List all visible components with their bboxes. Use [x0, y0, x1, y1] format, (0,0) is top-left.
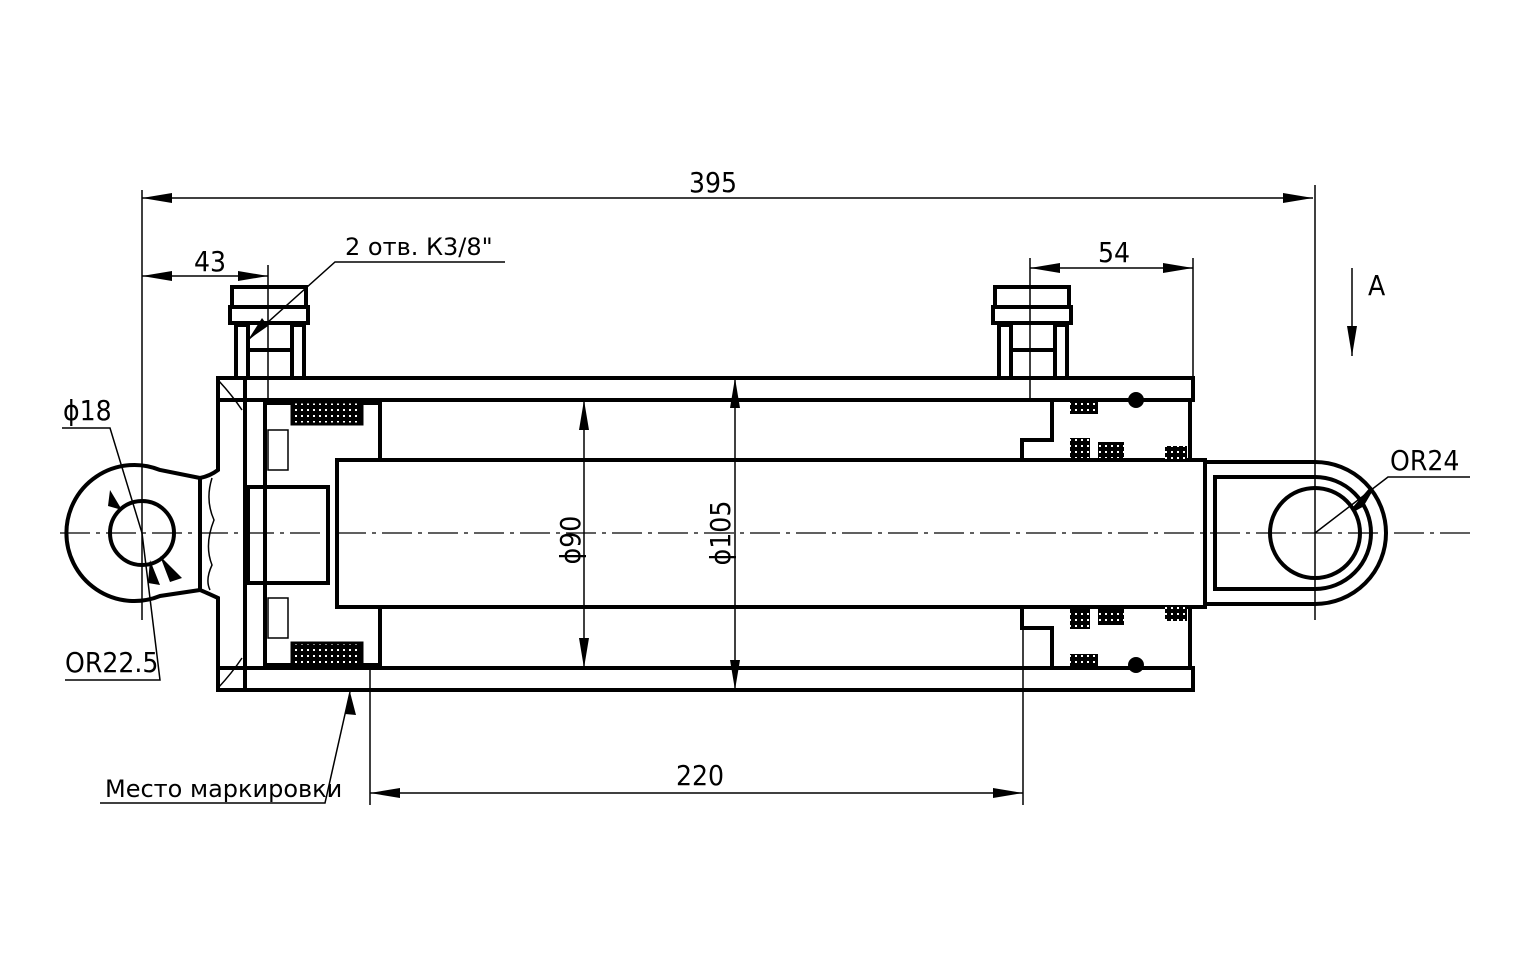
dim-54: 54	[1098, 236, 1130, 269]
dimension-left-eye: OR22.5	[65, 532, 182, 681]
ports-callout: 2 отв. К3/8"	[247, 233, 505, 341]
port-fitting-left	[228, 265, 310, 400]
ports-label: 2 отв. К3/8"	[345, 233, 493, 261]
dim-or24: OR24	[1390, 444, 1459, 477]
dim-phi105: ϕ105	[704, 501, 737, 566]
dimension-stroke: 220	[369, 628, 1024, 805]
end-cap	[198, 376, 247, 692]
dimension-overall: 395	[142, 166, 1313, 203]
dimension-tube: ϕ105	[704, 378, 740, 690]
dimension-bore: ϕ90	[554, 400, 589, 668]
dim-phi18: ϕ18	[63, 394, 112, 427]
view-arrow-a: А	[1347, 268, 1386, 356]
dimension-left-pin: ϕ18	[62, 394, 143, 534]
left-mounting-eye	[64, 190, 201, 620]
piston	[246, 400, 382, 667]
rod-gland	[1020, 392, 1192, 673]
port-fitting-right	[991, 258, 1073, 400]
dim-or22-5: OR22.5	[65, 646, 158, 679]
rod-mounting-eye	[1203, 185, 1388, 620]
dimension-port-right: 54	[1030, 236, 1194, 378]
dim-220: 220	[676, 759, 724, 792]
view-label: А	[1368, 269, 1386, 302]
dim-phi90: ϕ90	[554, 516, 587, 565]
dimension-port-left: 43	[142, 245, 268, 281]
marking-label: Место маркировки	[105, 775, 342, 803]
marking-callout: Место маркировки	[100, 691, 356, 804]
dim-395: 395	[689, 166, 737, 199]
dimension-right-eye: OR24	[1314, 444, 1470, 534]
dim-43: 43	[194, 245, 226, 278]
